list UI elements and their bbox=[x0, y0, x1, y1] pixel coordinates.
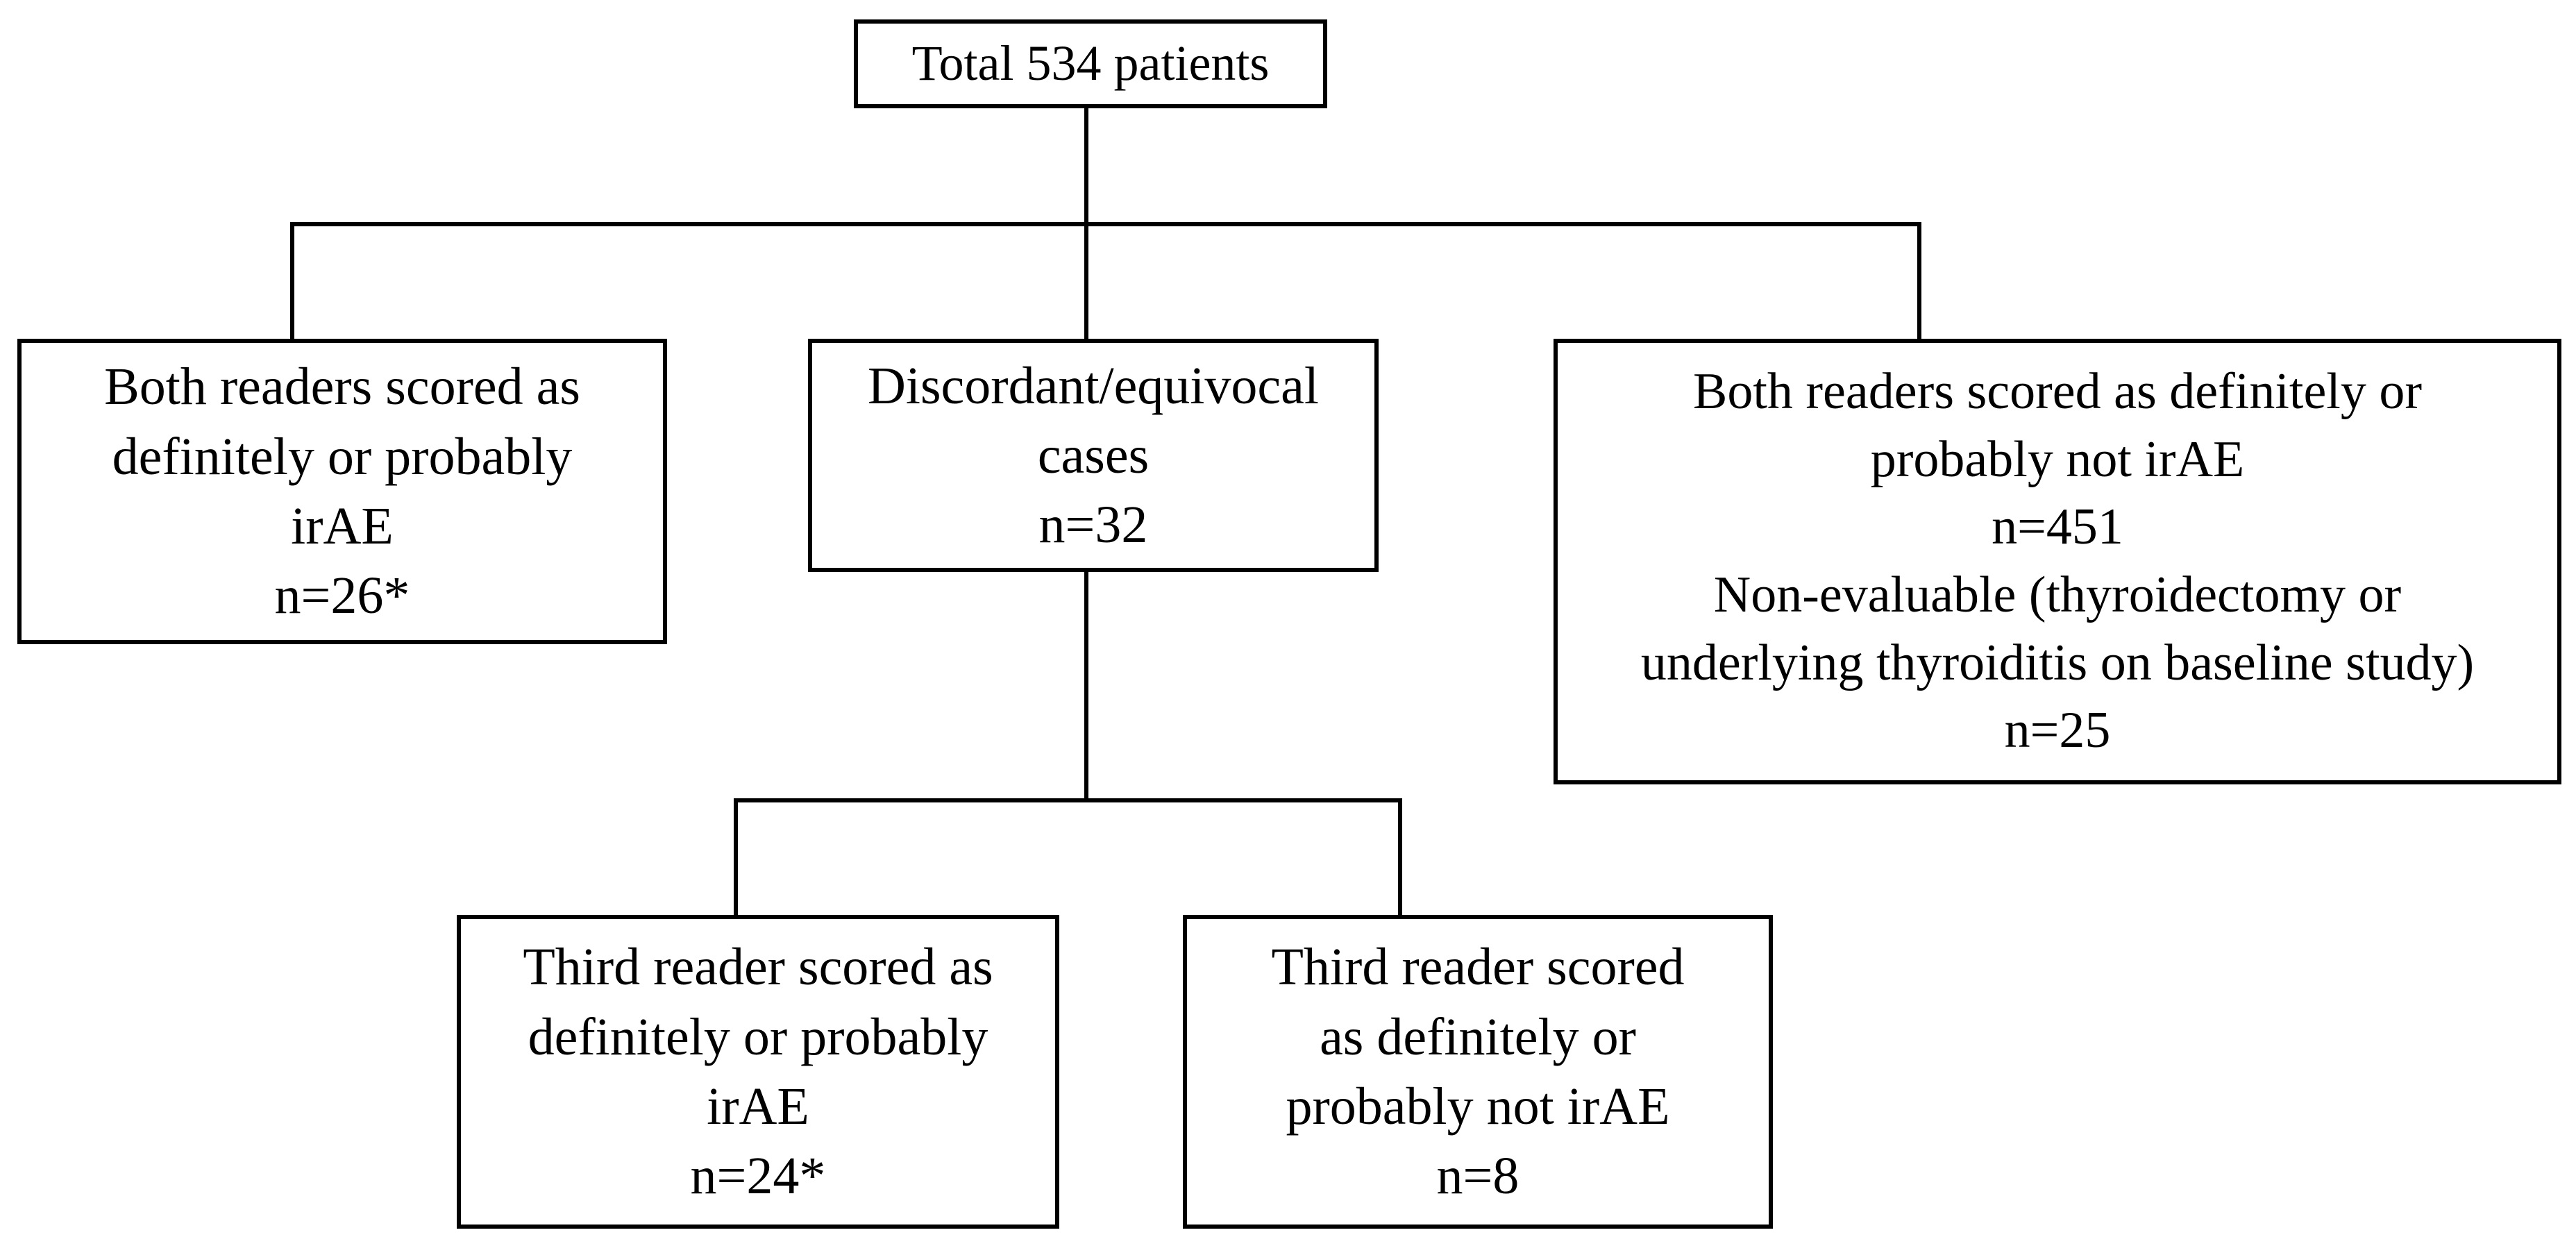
connector-root-stem bbox=[1084, 108, 1088, 226]
flowchart-node-both-readers-irae: Both readers scored as definitely or pro… bbox=[17, 339, 667, 644]
flowchart-node-discordant-equivocal-cases: Discordant/equivocal cases n=32 bbox=[808, 339, 1379, 572]
connector-level1-middle-drop bbox=[1084, 226, 1088, 339]
flowchart-node-total-patients: Total 534 patients bbox=[854, 19, 1327, 108]
connector-level1-right-drop bbox=[1917, 226, 1921, 339]
flowchart-node-third-reader-not-irae: Third reader scored as definitely or pro… bbox=[1183, 915, 1773, 1229]
connector-discordant-stem bbox=[1084, 572, 1088, 798]
flowchart-node-third-reader-irae: Third reader scored as definitely or pro… bbox=[457, 915, 1059, 1229]
flowchart-node-both-readers-not-irae: Both readers scored as definitely or pro… bbox=[1554, 339, 2561, 784]
connector-level2-right-drop bbox=[1398, 802, 1402, 915]
connector-level1-horizontal bbox=[290, 222, 1921, 226]
connector-level1-left-drop bbox=[290, 226, 294, 339]
connector-level2-left-drop bbox=[734, 802, 738, 915]
connector-level2-horizontal bbox=[734, 798, 1402, 802]
